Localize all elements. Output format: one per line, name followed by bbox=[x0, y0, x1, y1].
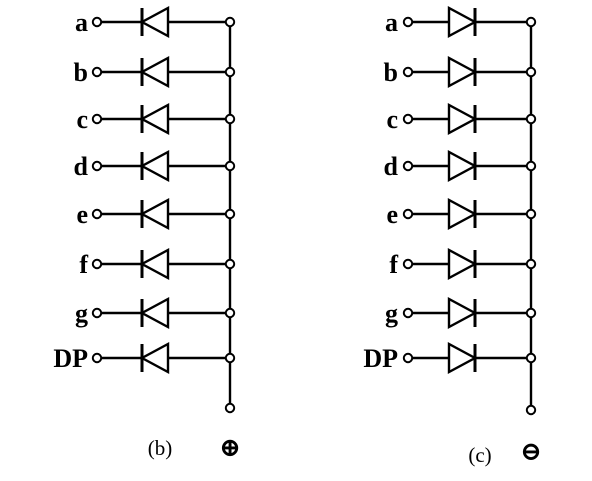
segment-row-c: c bbox=[76, 102, 236, 136]
diode-icon bbox=[447, 341, 478, 375]
diode-icon bbox=[139, 5, 170, 39]
segment-row-dp: DP bbox=[363, 341, 537, 375]
minus-polarity-icon: ⊖ bbox=[520, 437, 542, 466]
pin-label-a: a bbox=[75, 8, 88, 37]
segment-row-g: g bbox=[385, 296, 537, 330]
pin-label-dp: DP bbox=[363, 344, 398, 373]
bus-junction-node bbox=[525, 352, 537, 364]
diode-icon bbox=[447, 197, 478, 231]
segment-row-f: f bbox=[389, 247, 537, 281]
bus-junction-node bbox=[224, 66, 236, 78]
bus-junction-node bbox=[525, 160, 537, 172]
input-terminal-node bbox=[91, 352, 103, 364]
diode-icon bbox=[139, 341, 170, 375]
input-terminal-node bbox=[91, 307, 103, 319]
input-terminal-node bbox=[402, 208, 414, 220]
panel-caption: (b) bbox=[148, 436, 173, 460]
input-terminal-node bbox=[402, 160, 414, 172]
diode-icon bbox=[447, 102, 478, 136]
bus-junction-node bbox=[525, 113, 537, 125]
input-terminal-node bbox=[91, 16, 103, 28]
diode-icon bbox=[139, 149, 170, 183]
input-terminal-node bbox=[91, 160, 103, 172]
pin-label-g: g bbox=[75, 299, 88, 328]
segment-row-e: e bbox=[386, 197, 537, 231]
pin-label-d: d bbox=[384, 152, 399, 181]
segment-row-b: b bbox=[384, 55, 537, 89]
input-terminal-node bbox=[91, 66, 103, 78]
pin-label-c: c bbox=[76, 105, 88, 134]
input-terminal-node bbox=[402, 258, 414, 270]
panel-caption: (c) bbox=[468, 443, 491, 467]
pin-label-dp: DP bbox=[53, 344, 88, 373]
diode-icon bbox=[447, 149, 478, 183]
segment-row-d: d bbox=[384, 149, 537, 183]
segment-row-a: a bbox=[75, 5, 236, 39]
bus-junction-node bbox=[525, 307, 537, 319]
common-terminal-node bbox=[525, 404, 537, 416]
bus-junction-node bbox=[224, 258, 236, 270]
pin-label-e: e bbox=[76, 200, 88, 229]
input-terminal-node bbox=[402, 113, 414, 125]
pin-label-e: e bbox=[386, 200, 398, 229]
bus-junction-node bbox=[525, 16, 537, 28]
bus-junction-node bbox=[224, 208, 236, 220]
segment-row-f: f bbox=[79, 247, 236, 281]
pin-label-d: d bbox=[74, 152, 89, 181]
diode-icon bbox=[139, 247, 170, 281]
segment-row-a: a bbox=[385, 5, 537, 39]
diode-icon bbox=[139, 296, 170, 330]
diode-icon bbox=[447, 5, 478, 39]
diode-icon bbox=[447, 296, 478, 330]
input-terminal-node bbox=[402, 307, 414, 319]
bus-junction-node bbox=[525, 258, 537, 270]
input-terminal-node bbox=[402, 16, 414, 28]
bus-junction-node bbox=[224, 113, 236, 125]
pin-label-f: f bbox=[389, 250, 398, 279]
input-terminal-node bbox=[91, 208, 103, 220]
bus-junction-node bbox=[224, 16, 236, 28]
diode-icon bbox=[447, 247, 478, 281]
pin-label-a: a bbox=[385, 8, 398, 37]
segment-row-e: e bbox=[76, 197, 236, 231]
input-terminal-node bbox=[91, 113, 103, 125]
pin-label-b: b bbox=[74, 58, 88, 87]
pin-label-c: c bbox=[386, 105, 398, 134]
bus-junction-node bbox=[224, 352, 236, 364]
pin-label-g: g bbox=[385, 299, 398, 328]
diode-icon bbox=[447, 55, 478, 89]
input-terminal-node bbox=[402, 66, 414, 78]
diode-icon bbox=[139, 55, 170, 89]
input-terminal-node bbox=[402, 352, 414, 364]
segment-row-b: b bbox=[74, 55, 236, 89]
segment-row-c: c bbox=[386, 102, 537, 136]
segment-row-g: g bbox=[75, 296, 236, 330]
pin-label-f: f bbox=[79, 250, 88, 279]
segment-row-d: d bbox=[74, 149, 236, 183]
input-terminal-node bbox=[91, 258, 103, 270]
pin-label-b: b bbox=[384, 58, 398, 87]
common-terminal-node bbox=[224, 402, 236, 414]
diode-icon bbox=[139, 197, 170, 231]
bus-junction-node bbox=[525, 66, 537, 78]
segment-row-dp: DP bbox=[53, 341, 236, 375]
bus-junction-node bbox=[224, 307, 236, 319]
plus-polarity-icon: ⊕ bbox=[219, 433, 241, 462]
bus-junction-node bbox=[525, 208, 537, 220]
diode-icon bbox=[139, 102, 170, 136]
bus-junction-node bbox=[224, 160, 236, 172]
